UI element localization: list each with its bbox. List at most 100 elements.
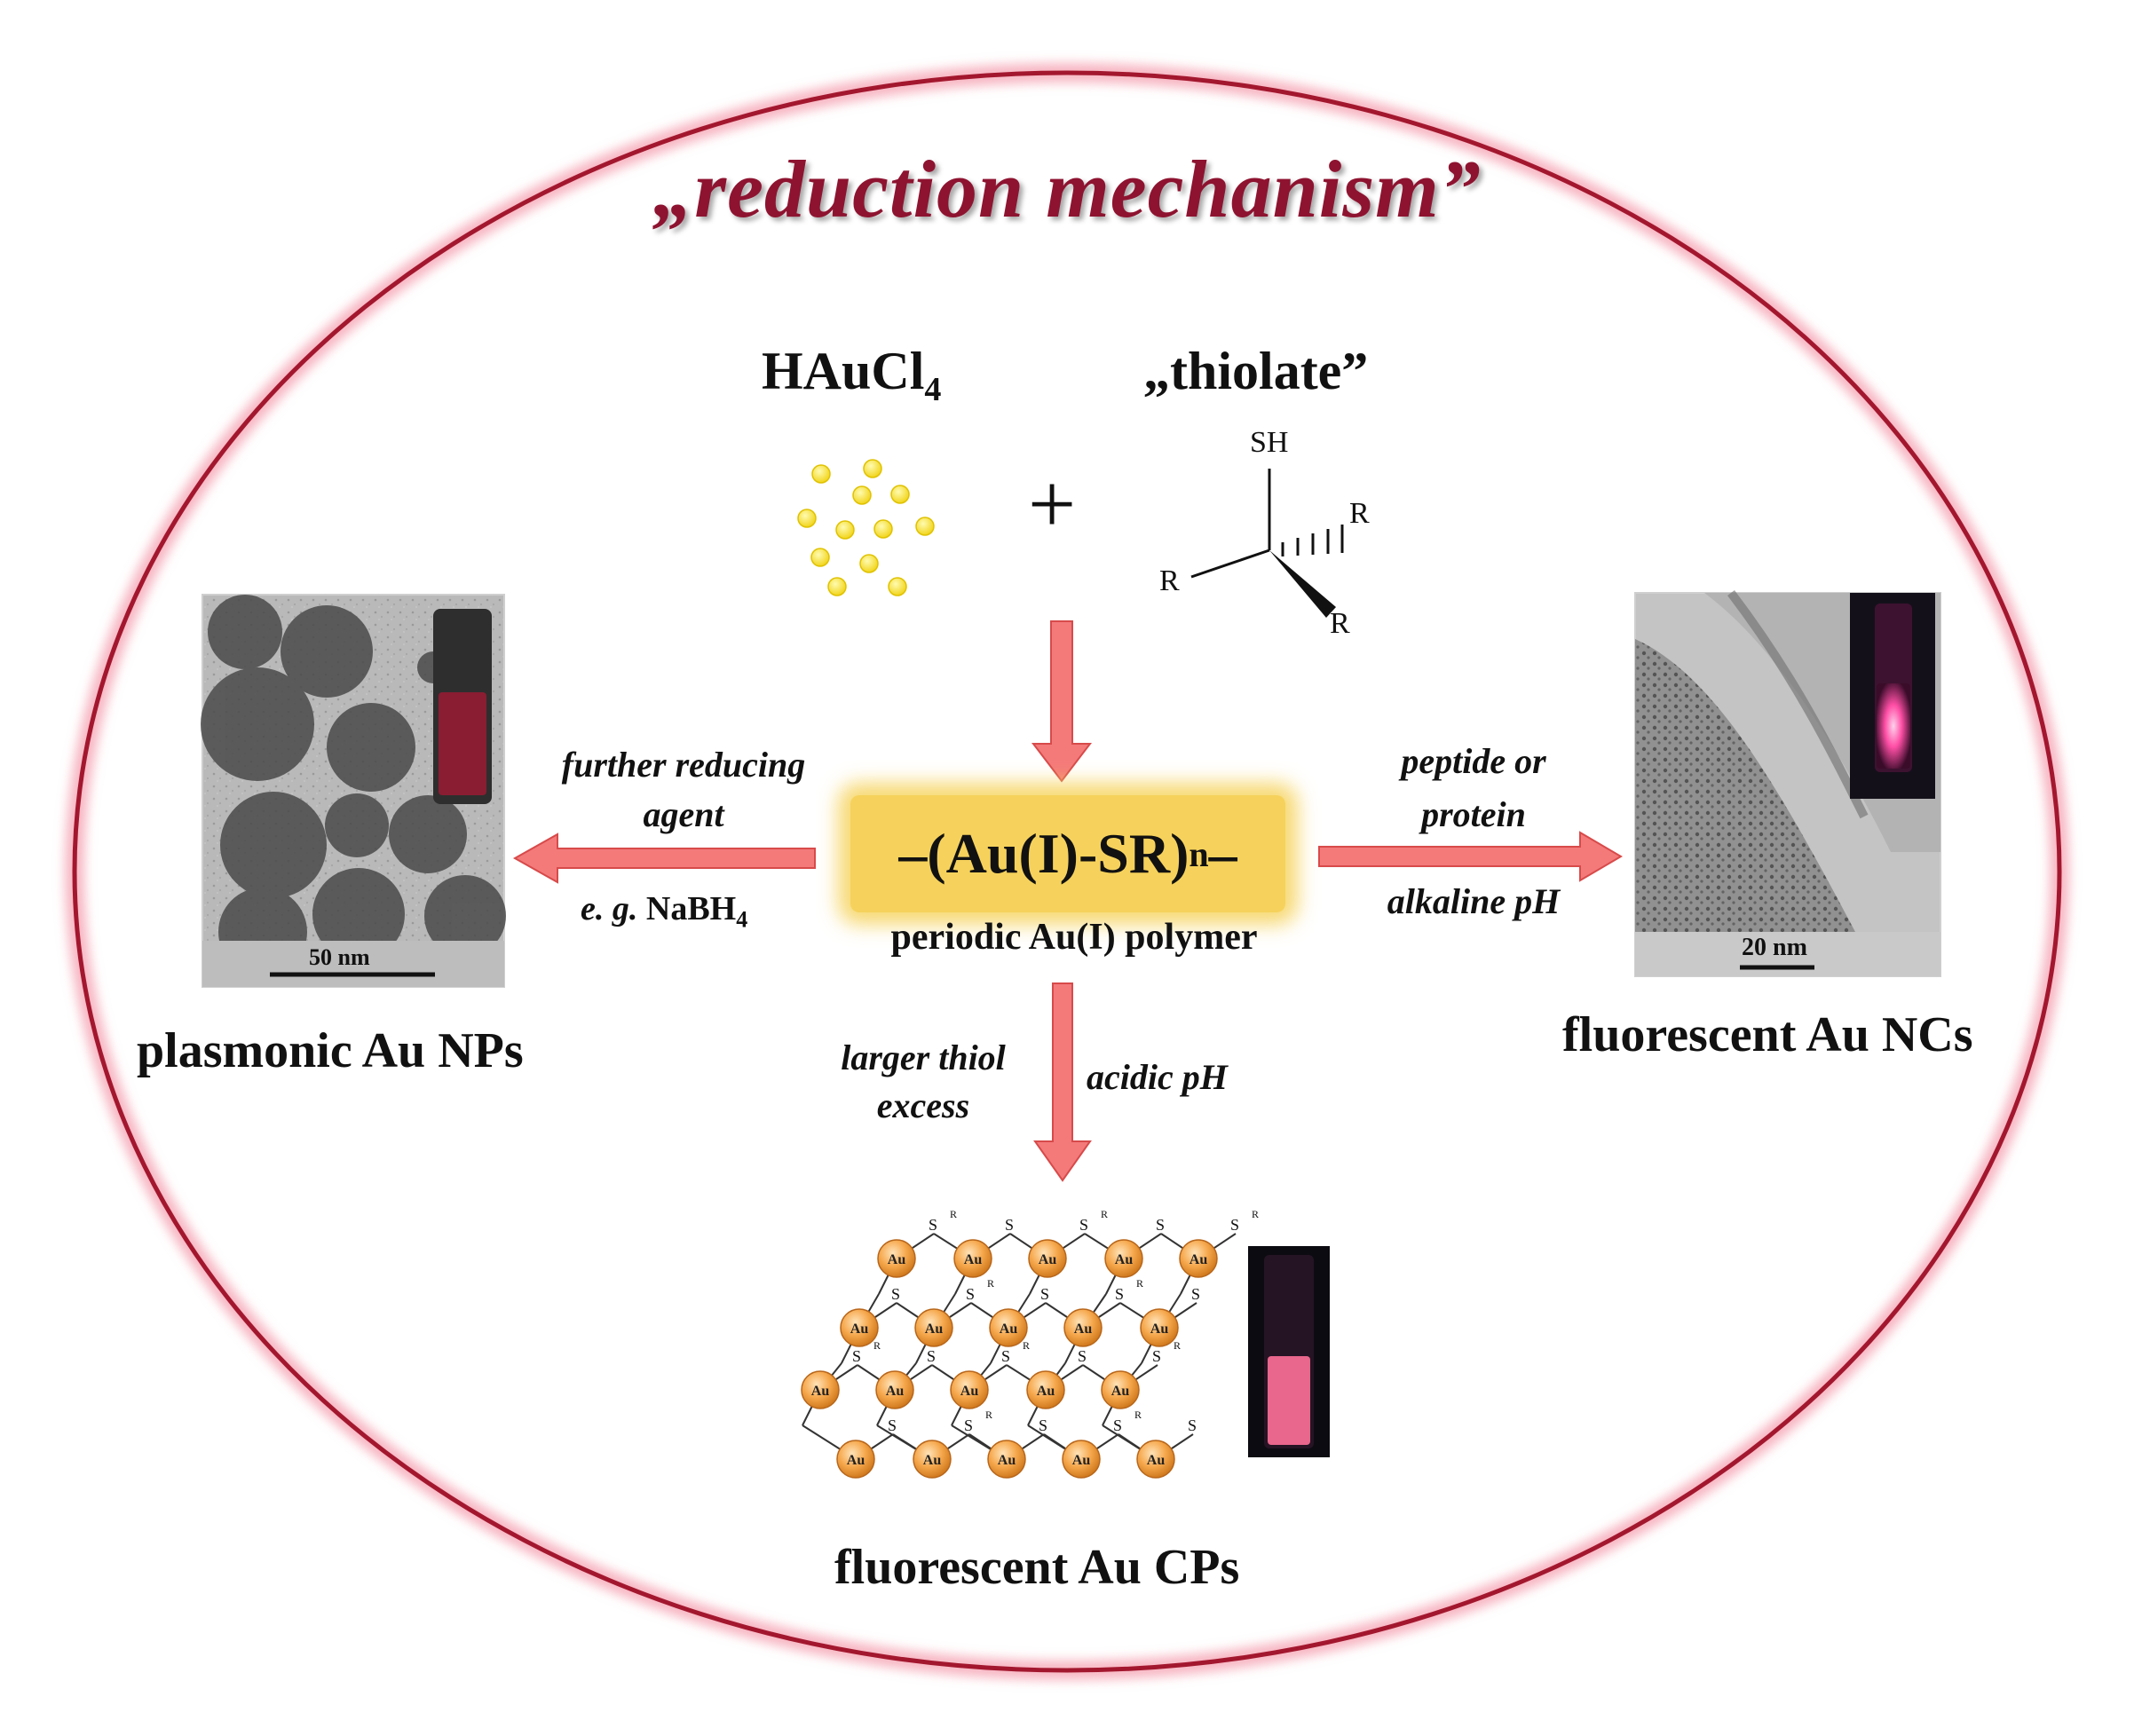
gold-atom-label: Au: [1072, 1453, 1091, 1468]
right-condition-line2: protein: [1421, 794, 1526, 834]
thiolate-r3: R: [1330, 607, 1350, 640]
lattice-sulfur-label: S: [1040, 1285, 1049, 1303]
gold-atom-label: Au: [888, 1252, 906, 1267]
gold-atom: [875, 1370, 914, 1409]
gold-atom-label: Au: [886, 1384, 905, 1399]
left-condition-line1: further reducing: [561, 745, 806, 785]
polymer-caption: periodic Au(I) polymer: [890, 917, 1258, 958]
gold-atom-label: Au: [1115, 1252, 1134, 1267]
thiolate-r1: R: [1349, 497, 1370, 530]
lattice-sulfur-label: S: [1039, 1416, 1047, 1434]
lattice-r-label: R: [1101, 1208, 1108, 1220]
right-scale-bar-label: 20 nm: [1742, 934, 1807, 961]
left-example: e. g. NaBH4: [581, 890, 748, 933]
lattice-sulfur-label: S: [1078, 1347, 1087, 1365]
lattice-r-label: R: [950, 1208, 957, 1220]
lattice-sulfur-label: S: [1156, 1216, 1165, 1234]
gold-atom-label: Au: [847, 1453, 865, 1468]
gold-atom-label: Au: [1000, 1322, 1018, 1337]
gold-atom: [1063, 1308, 1103, 1347]
gold-atom-label: Au: [998, 1453, 1016, 1468]
gold-atom: [913, 1440, 952, 1479]
arrow-left: [512, 832, 816, 884]
gold-atom: [836, 1440, 875, 1479]
right-product-label: fluorescent Au NCs: [1562, 1007, 1973, 1062]
lattice-sulfur-label: S: [1230, 1216, 1239, 1234]
lattice-r-label: R: [1136, 1277, 1143, 1290]
left-scale-bar-label: 50 nm: [309, 944, 370, 970]
thiolate-label: „thiolate”: [1143, 342, 1369, 400]
gold-atom-label: Au: [1037, 1384, 1055, 1399]
bottom-product-label: fluorescent Au CPs: [834, 1540, 1240, 1595]
lattice-sulfur-label: S: [1079, 1216, 1088, 1234]
lattice-sulfur-label: S: [1001, 1347, 1010, 1365]
gold-atom: [1179, 1239, 1218, 1278]
tem-image-nps: [201, 594, 506, 988]
gold-atom: [1028, 1239, 1067, 1278]
gold-atom-label: Au: [925, 1322, 944, 1337]
lattice-sulfur-label: S: [927, 1347, 936, 1365]
gold-atom-label: Au: [1039, 1252, 1057, 1267]
gold-atom-label: Au: [923, 1453, 942, 1468]
lattice-sulfur-label: S: [888, 1416, 897, 1434]
lattice-sulfur-label: S: [964, 1416, 973, 1434]
arrow-right: [1318, 831, 1623, 882]
outer-ellipse: [72, 70, 2062, 1673]
gold-atom: [989, 1308, 1028, 1347]
gold-atom: [1136, 1440, 1175, 1479]
vial-photo-cps: [1248, 1246, 1330, 1457]
lattice-sulfur-label: S: [1188, 1416, 1197, 1434]
lattice-sulfur-label: S: [1113, 1416, 1122, 1434]
gold-atom-label: Au: [1147, 1453, 1166, 1468]
bottom-condition-left-line1: larger thiol: [841, 1038, 1006, 1077]
au-thiolate-polymer-box: –(Au(I)-SR)n–: [850, 795, 1285, 912]
arrow-down-top: [1031, 620, 1093, 783]
gold-atom: [914, 1308, 953, 1347]
lattice-sulfur-label: S: [1152, 1347, 1161, 1365]
gold-atom: [801, 1370, 840, 1409]
lattice-sulfur-label: S: [1115, 1285, 1124, 1303]
lattice-r-label: R: [985, 1409, 992, 1421]
gold-atom: [877, 1239, 916, 1278]
gold-atom-label: Au: [1111, 1384, 1130, 1399]
gold-atom-label: Au: [1150, 1322, 1169, 1337]
gold-atom-label: Au: [964, 1252, 983, 1267]
bottom-condition-left-line2: excess: [876, 1085, 970, 1125]
gold-atom: [1101, 1370, 1140, 1409]
right-condition-line1: peptide or: [1401, 741, 1546, 781]
left-product-label: plasmonic Au NPs: [137, 1023, 524, 1078]
left-condition-line2: agent: [643, 794, 724, 834]
tem-image-ncs: [1634, 589, 1941, 977]
thiolate-sh: SH: [1250, 426, 1289, 459]
gold-atom-label: Au: [811, 1384, 830, 1399]
lattice-r-label: R: [1174, 1339, 1181, 1352]
plus-sign: +: [1028, 456, 1077, 551]
thiolate-r2: R: [1159, 564, 1180, 597]
lattice-r-label: R: [1134, 1409, 1142, 1421]
lattice-r-label: R: [1023, 1339, 1030, 1352]
bottom-condition-right: acidic pH: [1087, 1057, 1228, 1097]
lattice-r-label: R: [1252, 1208, 1259, 1220]
gold-atom: [840, 1308, 879, 1347]
lattice-sulfur-label: S: [929, 1216, 937, 1234]
gold-atom: [987, 1440, 1026, 1479]
gold-atom: [1104, 1239, 1143, 1278]
lattice-sulfur-label: S: [1005, 1216, 1014, 1234]
gold-atom: [1062, 1440, 1101, 1479]
gold-atom-label: Au: [850, 1322, 869, 1337]
arrow-down-bottom: [1033, 982, 1092, 1182]
lattice-r-label: R: [873, 1339, 881, 1352]
gold-salt-dots: [797, 459, 935, 596]
gold-atom-label: Au: [1190, 1252, 1208, 1267]
lattice-sulfur-label: S: [852, 1347, 861, 1365]
lattice-sulfur-label: S: [1191, 1285, 1200, 1303]
lattice-sulfur-label: S: [891, 1285, 900, 1303]
gold-atom-label: Au: [960, 1384, 979, 1399]
gold-atom: [1026, 1370, 1065, 1409]
gold-atom: [1140, 1308, 1179, 1347]
gold-atom: [953, 1239, 992, 1278]
thiolate-structure: [1190, 469, 1344, 618]
gold-atom: [950, 1370, 989, 1409]
